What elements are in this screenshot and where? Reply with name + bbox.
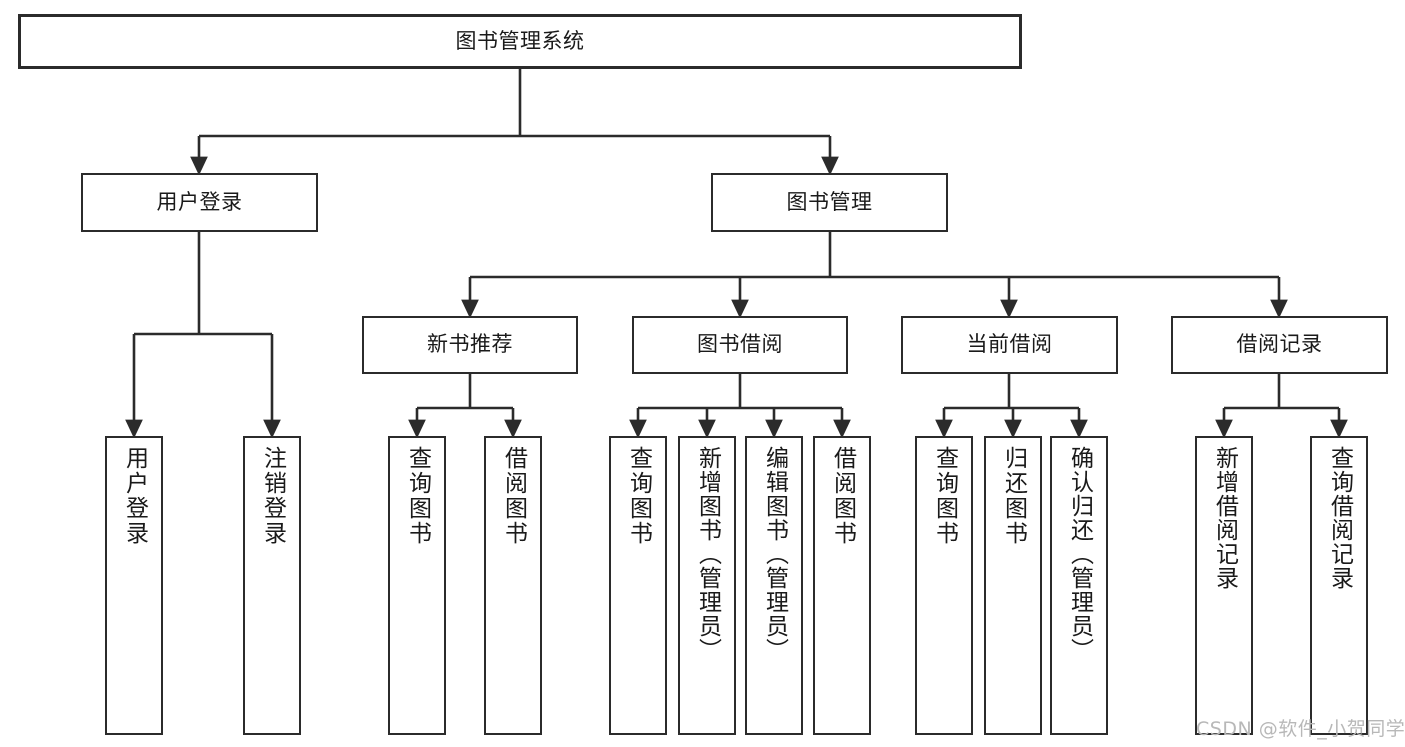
node-borrow-record[interactable]: 借阅记录	[1171, 316, 1388, 374]
leaf-add-borrow-record[interactable]: 新增借阅记录	[1195, 436, 1253, 735]
node-root[interactable]: 图书管理系统	[18, 14, 1022, 69]
node-root-label: 图书管理系统	[455, 28, 585, 53]
leaf-borrow-book-label: 借阅图书	[829, 446, 856, 546]
leaf-return-book-label: 归还图书	[1000, 446, 1027, 546]
watermark: CSDN @软件_小贺同学	[1196, 718, 1405, 740]
leaf-logout[interactable]: 注销登录	[243, 436, 301, 735]
node-borrow-record-label: 借阅记录	[1236, 332, 1323, 357]
leaf-query-book-borrow-label: 查询图书	[625, 446, 652, 546]
node-user-login[interactable]: 用户登录	[81, 173, 318, 232]
leaf-user-login-label: 用户登录	[121, 446, 148, 546]
node-book-borrow-label: 图书借阅	[697, 332, 783, 357]
leaf-borrow-book-recommend-label: 借阅图书	[500, 446, 527, 546]
leaf-query-book-recommend-label: 查询图书	[404, 446, 431, 546]
leaf-confirm-return-admin[interactable]: 确认归还（管理员）	[1050, 436, 1108, 735]
leaf-edit-book-admin[interactable]: 编辑图书（管理员）	[745, 436, 803, 735]
leaf-query-borrow-record[interactable]: 查询借阅记录	[1310, 436, 1368, 735]
leaf-edit-book-admin-label: 编辑图书（管理员）	[761, 446, 788, 662]
leaf-add-book-admin-label: 新增图书（管理员）	[694, 446, 721, 662]
node-new-book-recommend-label: 新书推荐	[427, 332, 513, 357]
leaf-query-book-borrow[interactable]: 查询图书	[609, 436, 667, 735]
leaf-add-borrow-record-label: 新增借阅记录	[1211, 446, 1238, 590]
node-book-borrow[interactable]: 图书借阅	[632, 316, 848, 374]
node-book-management-label: 图书管理	[786, 189, 873, 214]
leaf-logout-label: 注销登录	[259, 446, 286, 546]
leaf-confirm-return-admin-label: 确认归还（管理员）	[1066, 446, 1093, 662]
leaf-borrow-book[interactable]: 借阅图书	[813, 436, 871, 735]
leaf-borrow-book-recommend[interactable]: 借阅图书	[484, 436, 542, 735]
node-current-borrow-label: 当前借阅	[966, 332, 1053, 357]
leaf-user-login[interactable]: 用户登录	[105, 436, 163, 735]
node-current-borrow[interactable]: 当前借阅	[901, 316, 1118, 374]
leaf-query-borrow-record-label: 查询借阅记录	[1326, 446, 1353, 590]
leaf-return-book[interactable]: 归还图书	[984, 436, 1042, 735]
leaf-query-book-current[interactable]: 查询图书	[915, 436, 973, 735]
node-user-login-label: 用户登录	[156, 189, 243, 214]
node-book-management[interactable]: 图书管理	[711, 173, 948, 232]
leaf-add-book-admin[interactable]: 新增图书（管理员）	[678, 436, 736, 735]
leaf-query-book-current-label: 查询图书	[931, 446, 958, 546]
leaf-query-book-recommend[interactable]: 查询图书	[388, 436, 446, 735]
node-new-book-recommend[interactable]: 新书推荐	[362, 316, 578, 374]
